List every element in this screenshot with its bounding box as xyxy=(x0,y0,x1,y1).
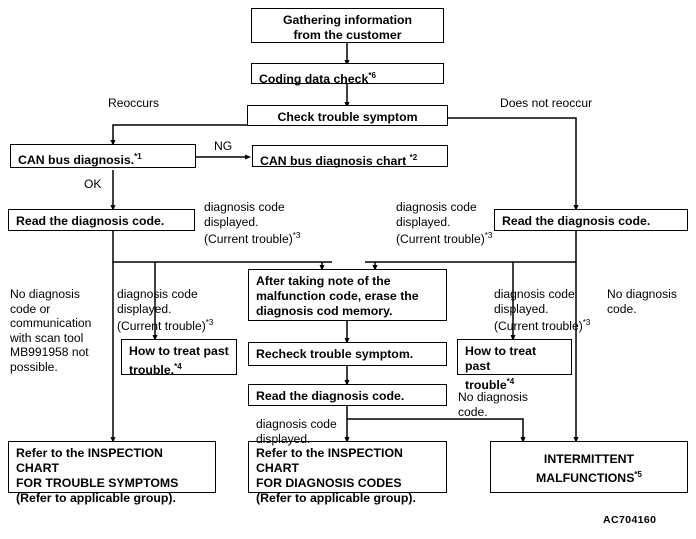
box-erase-diagnosis-code-memory[interactable]: After taking note of the malfunction cod… xyxy=(248,269,447,321)
label-no-diagnosis-code-right: No diagnosis code. xyxy=(607,287,677,316)
box-coding-data-check[interactable]: Coding data check*6 xyxy=(251,63,444,86)
box-check-trouble-symptom[interactable]: Check trouble symptom xyxy=(247,105,448,126)
label-diagnosis-code-displayed-mid: diagnosis code displayed. xyxy=(256,417,337,446)
box-inspection-chart-trouble-symptoms[interactable]: Refer to the INSPECTION CHART FOR TROUBL… xyxy=(8,441,216,505)
box-read-diagnosis-code-mid[interactable]: Read the diagnosis code. xyxy=(248,384,447,406)
box-inspection-chart-diagnosis-codes[interactable]: Refer to the INSPECTION CHART FOR DIAGNO… xyxy=(248,441,447,505)
box-can-bus-diagnosis-chart[interactable]: CAN bus diagnosis chart *2 xyxy=(252,145,448,168)
label-no-diagnosis-code-left: No diagnosis code or communication with … xyxy=(10,287,92,374)
box-intermittent-malfunctions[interactable]: INTERMITTENT MALFUNCTIONS*5 xyxy=(490,441,688,493)
label-reoccurs: Reoccurs xyxy=(108,96,160,110)
box-recheck-trouble-symptom[interactable]: Recheck trouble symptom. xyxy=(248,342,447,366)
label-ng: NG xyxy=(214,139,233,153)
label-ok: OK xyxy=(84,177,102,191)
box-read-diagnosis-code-right[interactable]: Read the diagnosis code. xyxy=(494,209,688,231)
label-does-not-reoccur: Does not reoccur xyxy=(500,96,593,110)
box-read-diagnosis-code-left[interactable]: Read the diagnosis code. xyxy=(8,209,195,231)
reference-code: AC704160 xyxy=(603,514,657,526)
box-gathering-information[interactable]: Gathering information from the customer xyxy=(251,8,444,43)
box-can-bus-diagnosis[interactable]: CAN bus diagnosis.*1 xyxy=(10,144,196,168)
label-no-diagnosis-code-mid: No diagnosis code. xyxy=(458,390,528,419)
